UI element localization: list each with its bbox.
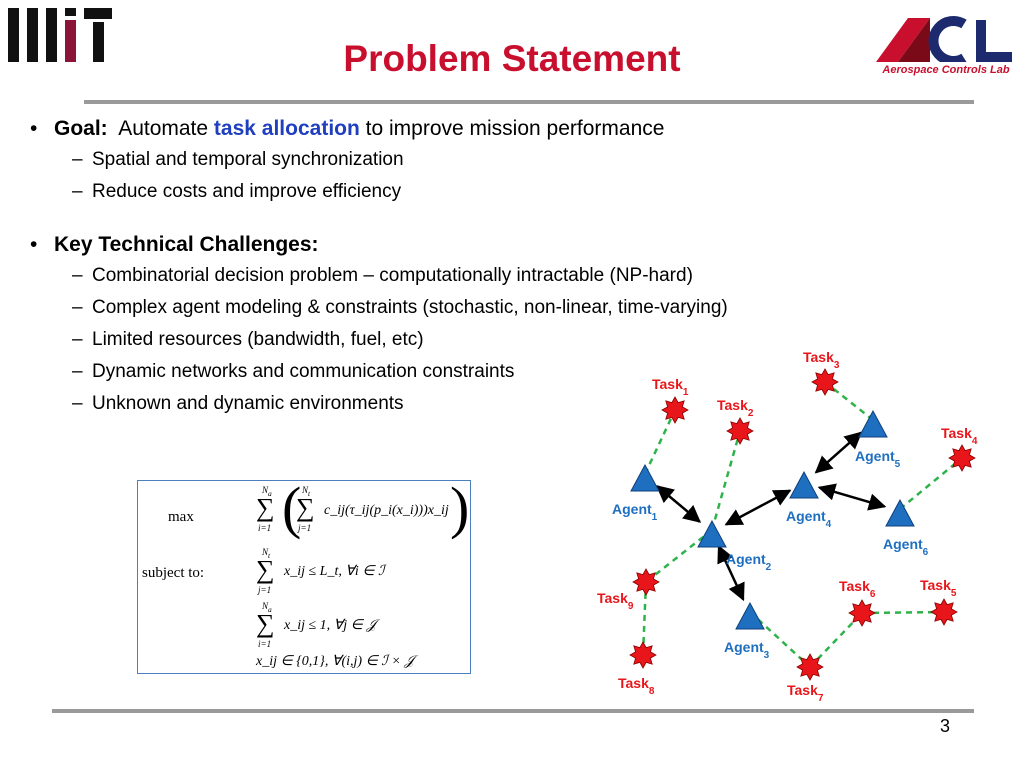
agent-label: Agent4 — [786, 508, 832, 530]
task-sequence-link — [641, 581, 648, 656]
challenges-lead: Key Technical Challenges: — [54, 233, 319, 256]
task-star-icon — [632, 568, 660, 596]
task-star-icon — [930, 598, 958, 626]
formula-constraint-3: x_ij ∈ {0,1}, ∀(i,j) ∈ ℐ × 𝒥 — [256, 654, 414, 669]
task-label: Task8 — [618, 675, 655, 697]
agent-label: Agent2 — [726, 551, 772, 573]
assignment-link — [899, 457, 963, 510]
assignment-link — [645, 529, 713, 583]
goal-sub-item: –Reduce costs and improve efficiency — [72, 181, 402, 202]
assignment-link — [710, 430, 742, 531]
agent-triangle-icon — [885, 498, 915, 527]
task-sequence-link — [861, 610, 945, 615]
task-sequence-link — [809, 612, 863, 668]
acl-logo: Aerospace Controls Lab — [872, 16, 1020, 76]
formula-max-label: max — [168, 509, 194, 525]
goal-highlight: task allocation — [213, 117, 360, 140]
goal-sub-item: –Spatial and temporal synchronization — [72, 149, 404, 170]
assignment-link — [749, 611, 811, 668]
acl-logo-text: Aerospace Controls Lab — [881, 64, 1009, 76]
communication-link — [724, 489, 792, 526]
bullet-list: • Goal: Automate task allocation to impr… — [30, 114, 930, 420]
task-label: Task9 — [597, 590, 634, 612]
task-label: Task5 — [920, 577, 957, 599]
challenge-item: –Dynamic networks and communication cons… — [72, 361, 515, 382]
slide-title: Problem Statement — [343, 38, 681, 79]
communication-link — [655, 485, 702, 523]
title-divider — [84, 100, 974, 104]
communication-link — [817, 483, 887, 511]
mit-logo — [8, 8, 112, 62]
formula-subject-label: subject to: — [142, 565, 205, 581]
task-label: Task4 — [941, 425, 978, 447]
footer-divider — [52, 709, 974, 713]
challenge-item: –Combinatorial decision problem – comput… — [72, 265, 693, 286]
task-star-icon — [848, 599, 876, 627]
agent-label: Agent1 — [612, 501, 658, 523]
challenge-item: –Complex agent modeling & constraints (s… — [72, 297, 728, 318]
task-star-icon — [796, 653, 824, 681]
formula-constraint-1: x_ij ≤ L_t, ∀i ∈ ℐ — [284, 564, 385, 579]
formula-objective: c_ij(τ_ij(p_i(x_i)))x_ij — [324, 503, 449, 518]
page-number: 3 — [940, 716, 951, 736]
bullet-goal: • Goal: Automate task allocation to impr… — [30, 117, 665, 140]
task-star-icon — [726, 417, 754, 445]
agent-triangle-icon — [789, 470, 819, 499]
goal-text-before: Automate — [118, 117, 209, 140]
agent-label: Agent3 — [724, 639, 770, 661]
bullet-challenges: • Key Technical Challenges: — [30, 233, 319, 256]
agent-label: Agent6 — [883, 536, 929, 558]
challenge-item: –Unknown and dynamic environments — [72, 393, 404, 414]
task-label: Task6 — [839, 578, 876, 600]
communication-link — [814, 431, 863, 474]
challenge-item: –Limited resources (bandwidth, fuel, etc… — [72, 329, 424, 350]
goal-lead: Goal: — [54, 117, 108, 140]
goal-text-after: to improve mission performance — [365, 117, 665, 140]
optimization-formula: max subject to: Na ∑ i=1 ( Nt ∑ j=1 c_ij… — [137, 479, 471, 674]
agent-label: Agent5 — [855, 448, 901, 470]
task-star-icon — [629, 641, 657, 669]
agent-triangle-icon — [697, 519, 727, 548]
agent-triangle-icon — [630, 463, 660, 492]
task-label: Task7 — [787, 682, 824, 704]
task-star-icon — [948, 444, 976, 472]
formula-constraint-2: x_ij ≤ 1, ∀j ∈ 𝒥 — [284, 618, 376, 633]
communication-link — [717, 544, 745, 602]
agent-triangle-icon — [735, 601, 765, 630]
